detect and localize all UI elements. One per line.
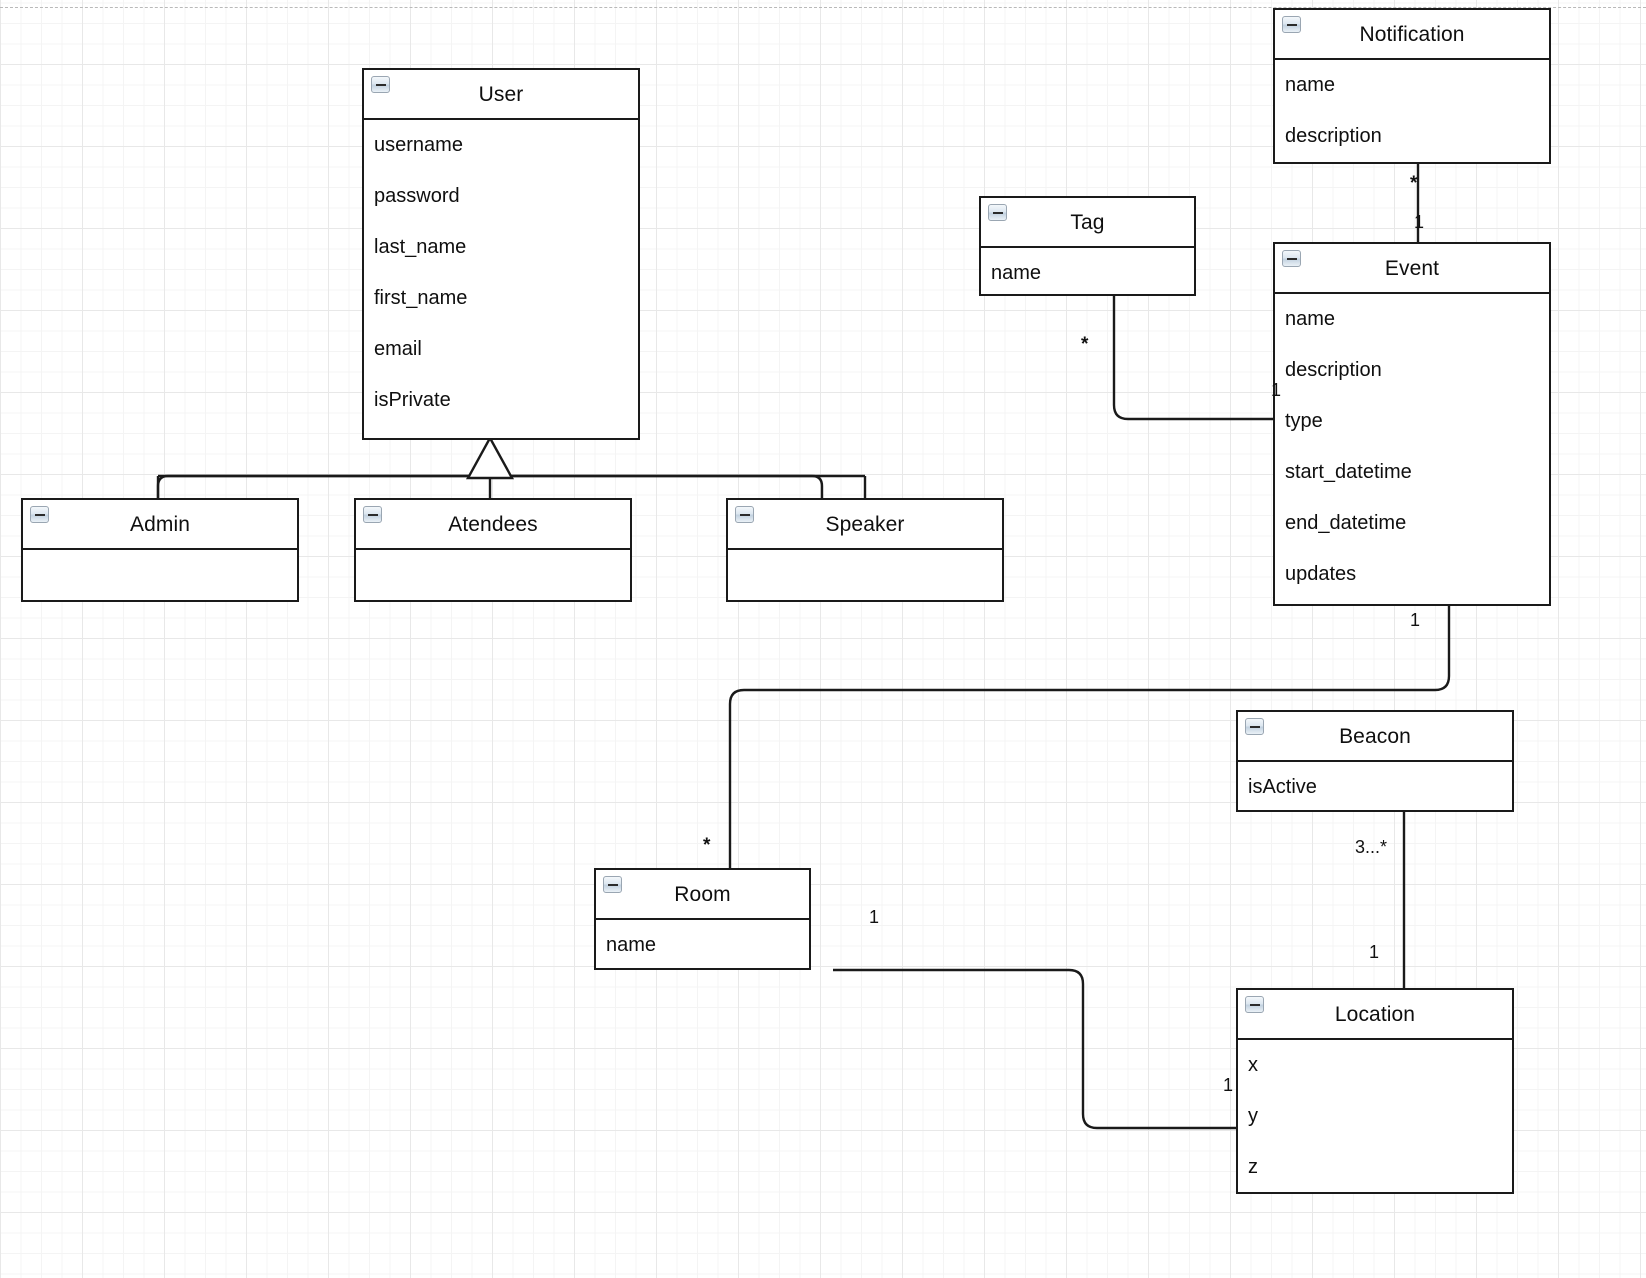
class-box-beacon[interactable]: Beacon isActive [1236,710,1514,812]
attribute-row: type [1285,410,1323,432]
class-box-speaker[interactable]: Speaker [726,498,1004,602]
class-header-location: Location [1238,990,1512,1040]
multiplicity-tag-source: * [1081,334,1089,355]
class-box-event[interactable]: Event name description type start_dateti… [1273,242,1551,606]
class-header-atendees: Atendees [356,500,630,550]
class-box-room[interactable]: Room name [594,868,811,970]
multiplicity-notification-source: * [1410,173,1418,194]
minus-collapse-icon[interactable] [371,76,390,93]
class-box-atendees[interactable]: Atendees [354,498,632,602]
minus-collapse-icon[interactable] [1282,250,1301,267]
minus-collapse-icon[interactable] [30,506,49,523]
minus-collapse-icon[interactable] [363,506,382,523]
class-box-location[interactable]: Location x y z [1236,988,1514,1194]
attribute-row: start_datetime [1285,461,1412,483]
class-header-room: Room [596,870,809,920]
attribute-row: email [374,338,422,360]
attribute-row: name [991,262,1042,284]
page-boundary-dashed-line [0,7,1646,8]
attribute-row: first_name [374,287,468,309]
minus-collapse-icon[interactable] [988,204,1007,221]
attribute-row: updates [1285,563,1357,585]
attribute-row: name [1285,74,1336,96]
multiplicity-location-source: 1 [1223,1075,1234,1095]
generalization-triangle-arrowhead [465,435,515,480]
attribute-row: username [374,134,463,156]
attribute-row: description [1285,359,1382,381]
class-attributes-event: name description type start_datetime end… [1275,294,1549,600]
multiplicity-room-target: * [703,835,711,856]
class-box-tag[interactable]: Tag name [979,196,1196,296]
class-attributes-user: username password last_name first_name e… [364,120,638,426]
multiplicity-location-target: 1 [1369,942,1380,962]
class-header-speaker: Speaker [728,500,1002,550]
attribute-row: last_name [374,236,467,258]
minus-collapse-icon[interactable] [1245,996,1264,1013]
attribute-row: isPrivate [374,389,451,411]
multiplicity-event-source: 1 [1410,610,1421,630]
class-header-event: Event [1275,244,1549,294]
class-title-room: Room [674,882,731,906]
class-box-notification[interactable]: Notification name description [1273,8,1551,164]
attribute-row: description [1285,125,1382,147]
attribute-row: isActive [1248,776,1317,798]
attribute-row: x [1248,1054,1258,1076]
minus-collapse-icon[interactable] [735,506,754,523]
edge-room-location [833,968,1264,1130]
multiplicity-beacon-source: 3...* [1355,837,1388,857]
attribute-row: name [1285,308,1336,330]
minus-collapse-icon[interactable] [1245,718,1264,735]
multiplicity-tag-target: 1 [1271,380,1282,400]
class-title-location: Location [1334,1002,1416,1026]
class-attributes-room: name [596,920,809,971]
class-title-beacon: Beacon [1339,724,1411,748]
class-header-beacon: Beacon [1238,712,1512,762]
class-attributes-location: x y z [1238,1040,1512,1193]
attribute-row: name [606,934,657,956]
class-title-tag: Tag [1070,210,1105,234]
class-title-atendees: Atendees [448,512,538,536]
attribute-row: password [374,185,460,207]
class-header-tag: Tag [981,198,1194,248]
class-attributes-notification: name description [1275,60,1549,162]
class-attributes-beacon: isActive [1238,762,1512,813]
attribute-row: y [1248,1105,1258,1127]
multiplicity-room-source: 1 [869,907,880,927]
class-title-user: User [478,82,524,106]
class-title-event: Event [1384,256,1440,280]
attribute-row: end_datetime [1285,512,1407,534]
minus-collapse-icon[interactable] [603,876,622,893]
class-box-admin[interactable]: Admin [21,498,299,602]
attribute-row: z [1248,1156,1258,1178]
class-box-user[interactable]: User username password last_name first_n… [362,68,640,440]
class-header-admin: Admin [23,500,297,550]
class-header-notification: Notification [1275,10,1549,60]
multiplicity-notification-target: 1 [1414,212,1425,232]
class-title-notification: Notification [1359,22,1465,46]
class-title-speaker: Speaker [825,512,905,536]
class-attributes-tag: name [981,248,1194,299]
class-header-user: User [364,70,638,120]
generalization-distribution-bar [156,474,824,498]
minus-collapse-icon[interactable] [1282,16,1301,33]
class-title-admin: Admin [129,512,191,536]
